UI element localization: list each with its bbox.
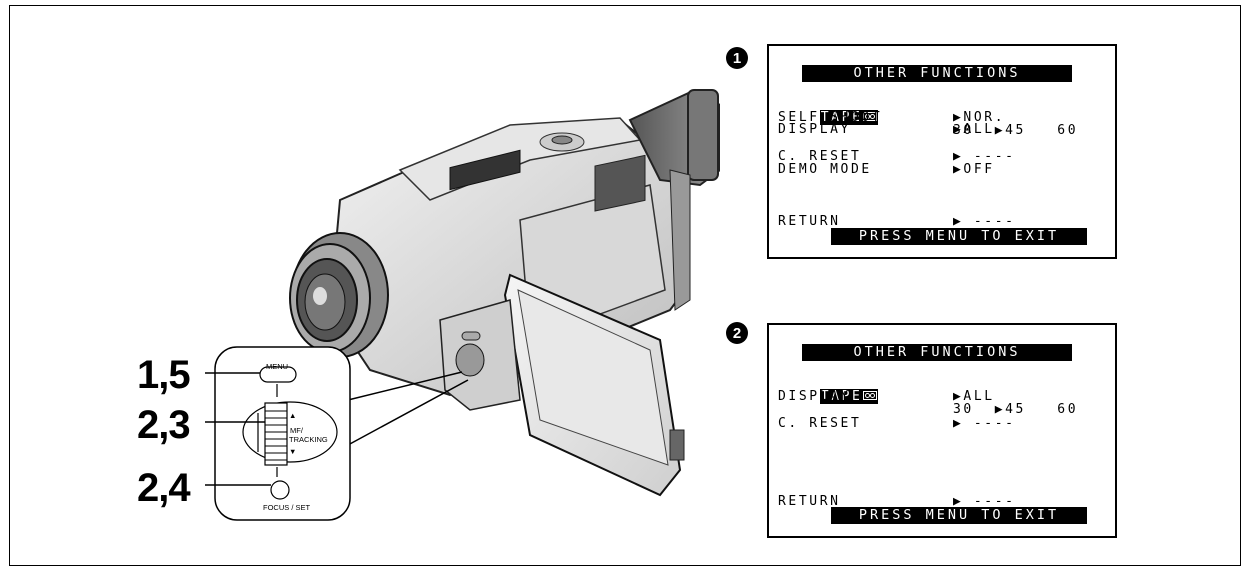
row-label: RETURN: [778, 494, 841, 509]
menu-title: OTHER FUNCTIONS: [802, 65, 1072, 82]
dial-closeup: [205, 346, 351, 521]
menu-row: C. RESET ▶ ----: [778, 416, 1013, 431]
row-label: C. RESET: [778, 149, 862, 164]
row-label: RETURN: [778, 214, 841, 229]
tape-values: 30 ▶45 60: [953, 402, 1079, 417]
menu-row: RETURN ▶ ----: [778, 214, 1013, 229]
menu-button-label: MENU: [266, 362, 289, 371]
tape-row: TAPE 30 ▶45 60: [778, 377, 1076, 429]
focus-set-label: FOCUS / SET: [263, 503, 311, 512]
row-label: SELF SHOOT: [778, 110, 883, 125]
tracking-label: TRACKING: [289, 435, 328, 444]
row-label: DISPLAY: [778, 389, 851, 404]
down-arrow-icon: ▼: [289, 447, 297, 456]
tape-icon: [863, 391, 878, 400]
row-value: ▶ALL: [953, 122, 995, 137]
row-label: DEMO MODE: [778, 162, 872, 177]
figure-frame: [9, 5, 1241, 566]
row-value: ▶ ----: [953, 416, 1016, 431]
tape-label-highlight: TAPE: [819, 389, 879, 404]
tape-icon: [863, 112, 878, 121]
callout-1-5: 1,5: [137, 353, 191, 397]
callout-2-4: 2,4: [137, 466, 191, 510]
tape-row: TAPE 30 ▶45 60: [778, 98, 1076, 150]
menu-row: DEMO MODE ▶OFF: [778, 162, 992, 177]
step-badge-2: 2: [726, 322, 748, 344]
up-arrow-icon: ▲: [289, 411, 297, 420]
camcorder-illustration: [289, 88, 720, 497]
mf-label: MF/: [290, 426, 303, 435]
row-label: C. RESET: [778, 416, 862, 431]
menu-screen-1: OTHER FUNCTIONS TAPE 30 ▶45 60 SELF SHOO…: [767, 44, 1117, 259]
menu-screen-2: OTHER FUNCTIONS TAPE 30 ▶45 60 DISPLAY ▶A…: [767, 323, 1117, 538]
menu-row: DISPLAY ▶ALL: [778, 389, 992, 404]
row-value: ▶OFF: [953, 162, 995, 177]
menu-title: OTHER FUNCTIONS: [802, 344, 1072, 361]
row-value: ▶NOR.: [953, 110, 1006, 125]
row-value: ▶ALL: [953, 389, 995, 404]
row-value: ▶ ----: [953, 149, 1016, 164]
row-label: DISPLAY: [778, 122, 851, 137]
menu-row: SELF SHOOT ▶NOR.: [778, 110, 1003, 125]
menu-footer: PRESS MENU TO EXIT: [831, 228, 1087, 245]
menu-row: C. RESET ▶ ----: [778, 149, 1013, 164]
tape-values: 30 ▶45 60: [953, 123, 1079, 138]
row-value: ▶ ----: [953, 214, 1016, 229]
menu-row: RETURN ▶ ----: [778, 494, 1013, 509]
callout-2-3: 2,3: [137, 403, 191, 447]
tape-label: TAPE: [820, 389, 863, 404]
step-badge-1: 1: [726, 47, 748, 69]
row-value: ▶ ----: [953, 494, 1016, 509]
menu-row: DISPLAY ▶ALL: [778, 122, 992, 137]
tape-label-highlight: TAPE: [819, 110, 879, 125]
tape-label: TAPE: [820, 110, 863, 125]
menu-footer: PRESS MENU TO EXIT: [831, 507, 1087, 524]
